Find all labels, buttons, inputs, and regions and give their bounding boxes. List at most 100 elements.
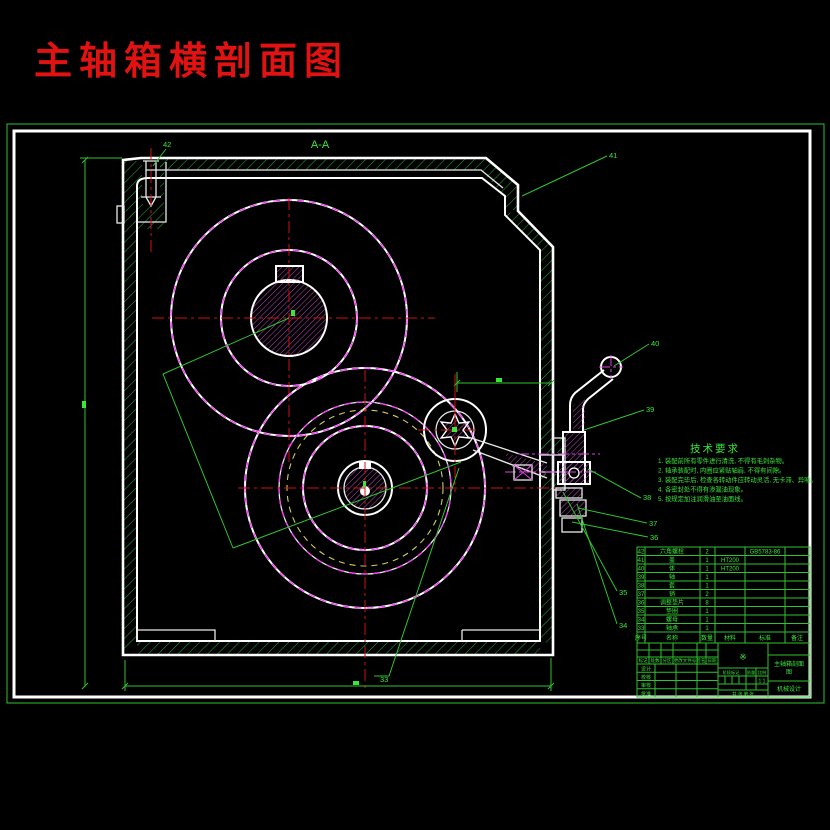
svg-text:垫圈: 垫圈 bbox=[666, 607, 678, 615]
svg-text:数量: 数量 bbox=[701, 634, 713, 642]
stage-header: 阶段标记 质量 比例 bbox=[723, 669, 767, 676]
housing-outer-contour bbox=[121, 156, 555, 657]
ball-centerline bbox=[599, 355, 623, 379]
housing-inner-contour bbox=[136, 177, 541, 642]
bolt-42 bbox=[141, 148, 161, 252]
housing-top-rib bbox=[146, 169, 504, 189]
svg-text:1: 1 bbox=[705, 626, 709, 632]
change-header-row: 标记 处数 分区 更改文件号 签名 日期 bbox=[639, 657, 717, 664]
svg-text:螺母: 螺母 bbox=[666, 616, 678, 624]
svg-text:1: 1 bbox=[705, 558, 709, 564]
lever-edge-right bbox=[582, 378, 614, 432]
svg-text:39: 39 bbox=[638, 575, 645, 581]
svg-text:1: 1 bbox=[705, 575, 709, 581]
svg-text:质量: 质量 bbox=[747, 669, 755, 676]
svg-text:盖: 盖 bbox=[669, 556, 675, 564]
page-title: 主轴箱横剖面图 bbox=[34, 41, 350, 83]
svg-text:备注: 备注 bbox=[791, 634, 803, 642]
stack-nut bbox=[559, 499, 587, 517]
svg-text:调整垫片: 调整垫片 bbox=[660, 599, 684, 607]
svg-text:处数: 处数 bbox=[651, 657, 660, 664]
tech-requirements: 技术要求 1. 装配前所有零件进行清洗, 不得有毛刺杂物。 2. 轴承装配时, … bbox=[658, 442, 817, 503]
svg-text:分区: 分区 bbox=[663, 657, 672, 664]
svg-text:HT200: HT200 bbox=[721, 567, 740, 573]
label-39: 39 bbox=[646, 405, 654, 414]
scale-value: 1:1 bbox=[759, 679, 766, 685]
outer-border bbox=[6, 123, 825, 704]
svg-text:标准: 标准 bbox=[759, 634, 771, 642]
bom-row-41: 41 盖 1 HT200 bbox=[638, 556, 740, 564]
svg-text:标记: 标记 bbox=[639, 657, 648, 664]
svg-text:审核: 审核 bbox=[641, 682, 651, 689]
svg-text:更改文件号: 更改文件号 bbox=[674, 657, 697, 664]
left-wall-step bbox=[116, 205, 125, 224]
stack-cap bbox=[561, 517, 583, 533]
svg-text:2: 2 bbox=[705, 592, 709, 598]
svg-text:阶段标记: 阶段标记 bbox=[723, 669, 741, 676]
label-41: 41 bbox=[609, 151, 617, 160]
lower-center-mark bbox=[363, 481, 366, 487]
svg-text:34: 34 bbox=[638, 618, 645, 624]
spline-shaft bbox=[418, 374, 487, 492]
svg-text:40: 40 bbox=[638, 567, 645, 573]
tech-req-line-5: 5. 按规定加注润滑油至油面线。 bbox=[658, 494, 747, 503]
svg-text:日期: 日期 bbox=[708, 658, 717, 664]
svg-text:批准: 批准 bbox=[641, 690, 651, 697]
svg-text:41: 41 bbox=[638, 558, 645, 564]
svg-text:设计: 设计 bbox=[641, 666, 651, 673]
bom-row-38: 38 套 1 bbox=[638, 582, 710, 590]
svg-text:8: 8 bbox=[705, 601, 709, 607]
label-37: 37 bbox=[649, 519, 657, 528]
tech-req-line-1: 1. 装配前所有零件进行清洗, 不得有毛刺杂物。 bbox=[658, 456, 788, 465]
key-section bbox=[513, 464, 533, 481]
housing-outline bbox=[116, 156, 555, 657]
tech-req-title: 技术要求 bbox=[690, 442, 740, 455]
label-33: 33 bbox=[380, 675, 388, 684]
title-block-grid bbox=[636, 642, 811, 698]
dimensions bbox=[80, 156, 555, 691]
callout-polyline-upper bbox=[162, 317, 290, 549]
housing-hatch bbox=[124, 158, 565, 655]
lever-edge-left bbox=[569, 369, 605, 432]
sheet-frame bbox=[6, 123, 825, 704]
svg-text:33: 33 bbox=[638, 626, 645, 632]
svg-text:1: 1 bbox=[705, 618, 709, 624]
bom-header-row: 序号 名称 数量 材料 标准 备注 bbox=[635, 634, 803, 642]
svg-text:轴: 轴 bbox=[669, 573, 675, 581]
tech-req-line-3: 3. 装配完毕后, 检查各转动件应转动灵活, 无卡滞、异响。 bbox=[658, 475, 817, 484]
org-name: 机械设计 bbox=[777, 685, 801, 693]
stamp-mark: ※ bbox=[739, 652, 747, 662]
leader-number-labels: 42 41 40 39 38 37 36 35 34 33 bbox=[163, 140, 659, 684]
svg-text:套: 套 bbox=[669, 582, 675, 590]
svg-text:42: 42 bbox=[638, 550, 645, 556]
svg-text:GB5783-86: GB5783-86 bbox=[750, 550, 781, 556]
title-block: 标记 处数 分区 更改文件号 签名 日期 设计 校核 审核 批准 ※ 阶段标记 … bbox=[636, 642, 811, 698]
label-36: 36 bbox=[650, 533, 658, 542]
upper-center-mark bbox=[291, 310, 295, 316]
svg-text:HT200: HT200 bbox=[721, 558, 740, 564]
svg-text:校核: 校核 bbox=[641, 674, 651, 681]
svg-text:38: 38 bbox=[638, 584, 645, 590]
svg-text:材料: 材料 bbox=[724, 634, 736, 642]
role-labels: 设计 校核 审核 批准 bbox=[641, 666, 651, 698]
flange-pin bbox=[568, 467, 580, 479]
label-42: 42 bbox=[163, 140, 171, 149]
bolt-boss-edge bbox=[137, 162, 167, 223]
svg-text:1: 1 bbox=[705, 584, 709, 590]
svg-text:六角螺栓: 六角螺栓 bbox=[660, 548, 684, 556]
label-40: 40 bbox=[651, 339, 659, 348]
svg-text:销: 销 bbox=[669, 590, 675, 598]
upper-gear bbox=[152, 198, 435, 462]
stack-washer bbox=[555, 487, 583, 499]
svg-text:签名: 签名 bbox=[697, 657, 706, 664]
housing-bottom-pads bbox=[136, 629, 540, 641]
label-35: 35 bbox=[619, 588, 627, 597]
handle-assembly bbox=[505, 355, 623, 533]
